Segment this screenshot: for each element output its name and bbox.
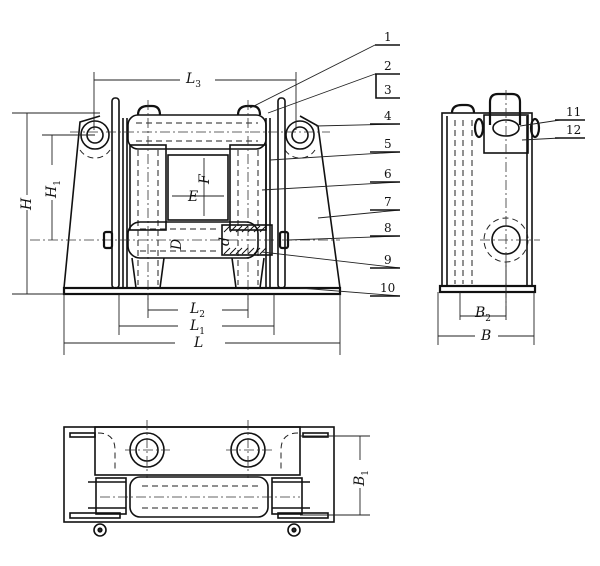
front-view: [12, 44, 401, 355]
right-post: [265, 97, 286, 289]
dim-B: B: [481, 329, 491, 343]
plan-right-wheel: [287, 523, 301, 537]
dim-B1-sub: 1: [360, 469, 371, 476]
callout-9: 9: [384, 253, 392, 267]
dim-L3-sub: 3: [195, 79, 202, 90]
dim-L1: L1: [190, 319, 205, 337]
dim-B1: B1: [352, 469, 371, 486]
dim-B1-main: B: [352, 475, 368, 486]
dim-B2-main: B: [475, 305, 486, 321]
left-bracket: [63, 115, 101, 289]
dim-F: F: [197, 174, 213, 184]
dim-H1-main: H: [44, 185, 60, 198]
callout-5: 5: [384, 137, 392, 151]
plan-view: [63, 420, 370, 537]
dim-L3: L3: [186, 72, 201, 90]
side-view: [437, 90, 585, 345]
callout-3: 3: [384, 83, 392, 97]
callout-4: 4: [384, 109, 392, 123]
left-vertical-roller: [129, 100, 167, 300]
plan-left-wheel: [93, 523, 107, 537]
dim-L1-main: L: [190, 318, 200, 334]
dim-d-text: d: [217, 237, 233, 246]
dim-L-main: L: [194, 335, 204, 351]
dim-B2: B2: [475, 306, 491, 324]
dim-L1-sub: 1: [199, 326, 206, 337]
dim-L2-main: L: [190, 301, 200, 317]
dim-H: H: [19, 197, 35, 210]
side-body: [441, 112, 533, 287]
leader-lines: [249, 44, 401, 297]
shackle: [488, 92, 522, 125]
dim-L3-main: L: [186, 71, 196, 87]
dim-d: d: [217, 237, 233, 246]
dim-B2-sub: 2: [485, 313, 492, 324]
dim-L: L: [194, 336, 203, 350]
callout-7: 7: [384, 195, 392, 209]
left-post: [111, 97, 128, 289]
dim-L2-sub: 2: [199, 309, 206, 320]
dim-E-text: E: [188, 189, 199, 205]
left-eye: [79, 120, 111, 159]
callout-8: 8: [384, 221, 392, 235]
base-plate: [62, 286, 342, 296]
callout-11: 11: [566, 105, 582, 119]
right-vertical-roller: [229, 100, 267, 300]
dim-H1-sub: 1: [52, 180, 63, 186]
dim-B-main: B: [481, 328, 492, 344]
dim-D: D: [169, 238, 185, 250]
right-bracket: [299, 115, 341, 289]
right-eye: [284, 120, 316, 159]
dim-H1: H1: [44, 180, 63, 198]
callout-10: 10: [380, 281, 396, 295]
dim-L2: L2: [190, 302, 205, 320]
callout-12: 12: [566, 123, 582, 137]
dim-E: E: [188, 190, 198, 204]
dim-D-text: D: [169, 238, 185, 250]
side-base-plate: [438, 284, 537, 294]
top-roller: [70, 104, 330, 150]
dim-H-main: H: [19, 197, 35, 210]
callout-2: 2: [384, 59, 392, 73]
callout-1: 1: [384, 30, 392, 44]
inner-window: [167, 154, 229, 221]
callout-6: 6: [384, 167, 392, 181]
dim-F-text: F: [197, 174, 213, 184]
